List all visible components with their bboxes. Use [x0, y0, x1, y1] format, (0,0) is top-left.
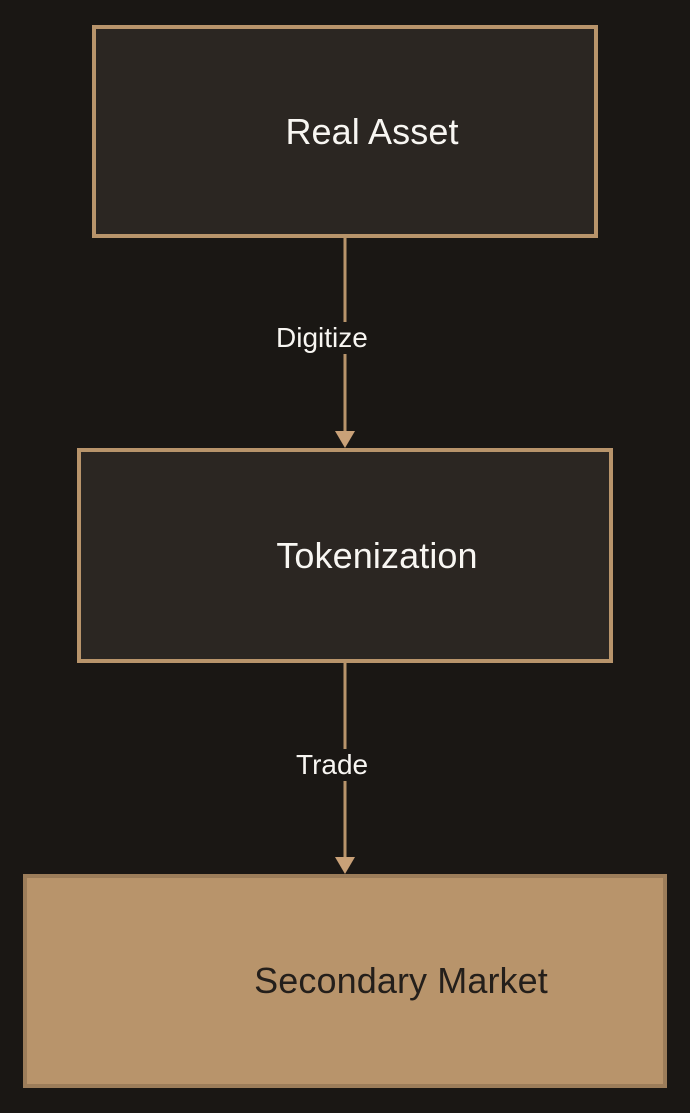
- edge-trade-arrowhead-icon: [335, 857, 355, 874]
- node-secondary-market-label: Secondary Market: [254, 960, 548, 1001]
- node-real-asset[interactable]: Real Asset: [92, 25, 598, 238]
- node-secondary-market[interactable]: Secondary Market: [23, 874, 667, 1088]
- edge-label-trade: Trade: [292, 749, 373, 781]
- edge-label-digitize: Digitize: [272, 322, 372, 354]
- node-real-asset-label: Real Asset: [285, 110, 459, 152]
- node-tokenization[interactable]: Tokenization: [77, 448, 613, 663]
- edge-digitize-arrowhead-icon: [335, 431, 355, 448]
- node-tokenization-label: Tokenization: [276, 534, 478, 576]
